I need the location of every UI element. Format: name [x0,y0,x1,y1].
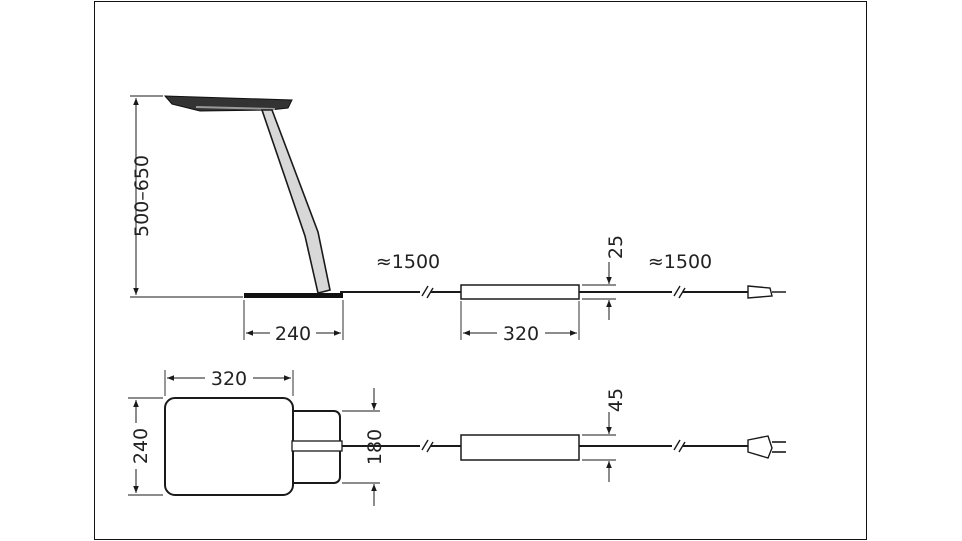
driver-thickness-label: 25 [605,235,627,259]
cable-right-label: ≈1500 [648,251,712,273]
driver-box-side [460,284,580,300]
lamp-arm [260,109,331,294]
driver-box-top [460,434,580,461]
base-depth-top-label: 240 [130,428,152,464]
cable-left-label: ≈1500 [376,251,440,273]
base-width-side-label: 240 [275,323,311,345]
arm-width-top-label: 180 [364,429,386,465]
base-top-view [164,397,294,496]
driver-length-side-label: 320 [503,323,539,345]
plug-top [747,435,773,459]
plug-side [747,285,773,299]
base-length-top-label: 320 [211,368,247,390]
driver-width-top-label: 45 [605,388,627,412]
top-view: 320 240 180 45 [124,367,786,506]
side-view: 500–650 ≈1500 ≈1500 25 240 320 [130,95,786,345]
lamp-height-label: 500–650 [131,155,153,237]
